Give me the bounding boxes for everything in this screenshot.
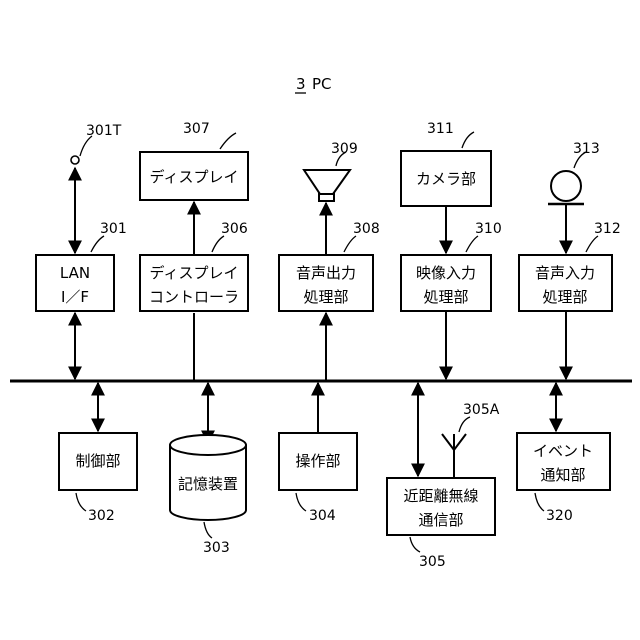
video-input-line2: 処理部 — [423, 288, 468, 306]
audio-output-line1: 音声出力 — [296, 264, 356, 282]
control-leader — [76, 493, 86, 511]
nfc-line2: 通信部 — [418, 511, 463, 529]
display-ref: 307 — [183, 121, 210, 137]
audio-output-line2: 処理部 — [303, 288, 348, 306]
audio-input-ref: 312 — [594, 221, 621, 237]
lan-antenna-leader — [80, 136, 92, 156]
lan-interface-leader — [91, 236, 104, 252]
audio-output-leader — [344, 236, 356, 252]
event-line1: イベント — [533, 442, 593, 460]
speaker-ref: 309 — [331, 141, 358, 157]
display-controller-ref: 306 — [221, 221, 248, 237]
lan-interface-ref: 301 — [100, 221, 127, 237]
lan-antenna-terminal-icon — [71, 156, 79, 164]
control-label: 制御部 — [75, 452, 120, 470]
lan-interface-line1: LAN — [60, 264, 90, 282]
camera-leader — [462, 132, 474, 148]
audio-input-line1: 音声入力 — [535, 264, 595, 282]
display-controller-line2: コントローラ — [149, 288, 239, 306]
camera-label: カメラ部 — [416, 170, 476, 188]
title-label: PC — [312, 75, 332, 93]
display-leader — [220, 133, 236, 149]
microphone-icon — [551, 171, 581, 201]
display-label: ディスプレイ — [150, 168, 239, 186]
nfc-ref: 305 — [419, 554, 446, 570]
storage-leader — [204, 522, 212, 538]
title-number: 3 — [296, 75, 306, 93]
operation-leader — [296, 493, 306, 511]
lan-interface-line2: I／F — [61, 288, 89, 306]
audio-input-leader — [586, 236, 598, 252]
nfc-leader — [410, 537, 420, 552]
event-leader — [535, 493, 544, 511]
event-line2: 通知部 — [540, 466, 585, 484]
display-controller-leader — [212, 236, 224, 252]
storage-ref: 303 — [203, 540, 230, 556]
operation-label: 操作部 — [295, 452, 340, 470]
speaker-icon — [304, 170, 350, 194]
nfc-antenna-ref: 305A — [463, 402, 500, 418]
camera-ref: 311 — [427, 121, 454, 137]
nfc-antenna-leader — [459, 417, 470, 432]
video-input-ref: 310 — [475, 221, 502, 237]
lan-antenna-ref: 301T — [86, 123, 122, 139]
video-input-leader — [466, 236, 478, 252]
event-ref: 320 — [546, 508, 573, 524]
microphone-ref: 313 — [573, 141, 600, 157]
storage-cylinder-top — [170, 435, 246, 455]
control-ref: 302 — [88, 508, 115, 524]
display-controller-line1: ディスプレイ — [150, 264, 239, 282]
audio-input-line2: 処理部 — [542, 288, 587, 306]
storage-label: 記憶装置 — [178, 475, 238, 493]
speaker-base-icon — [319, 194, 334, 201]
nfc-line1: 近距離無線 — [403, 487, 478, 505]
operation-ref: 304 — [309, 508, 336, 524]
video-input-line1: 映像入力 — [416, 264, 476, 282]
audio-output-ref: 308 — [353, 221, 380, 237]
nfc-antenna-icon — [442, 434, 466, 478]
